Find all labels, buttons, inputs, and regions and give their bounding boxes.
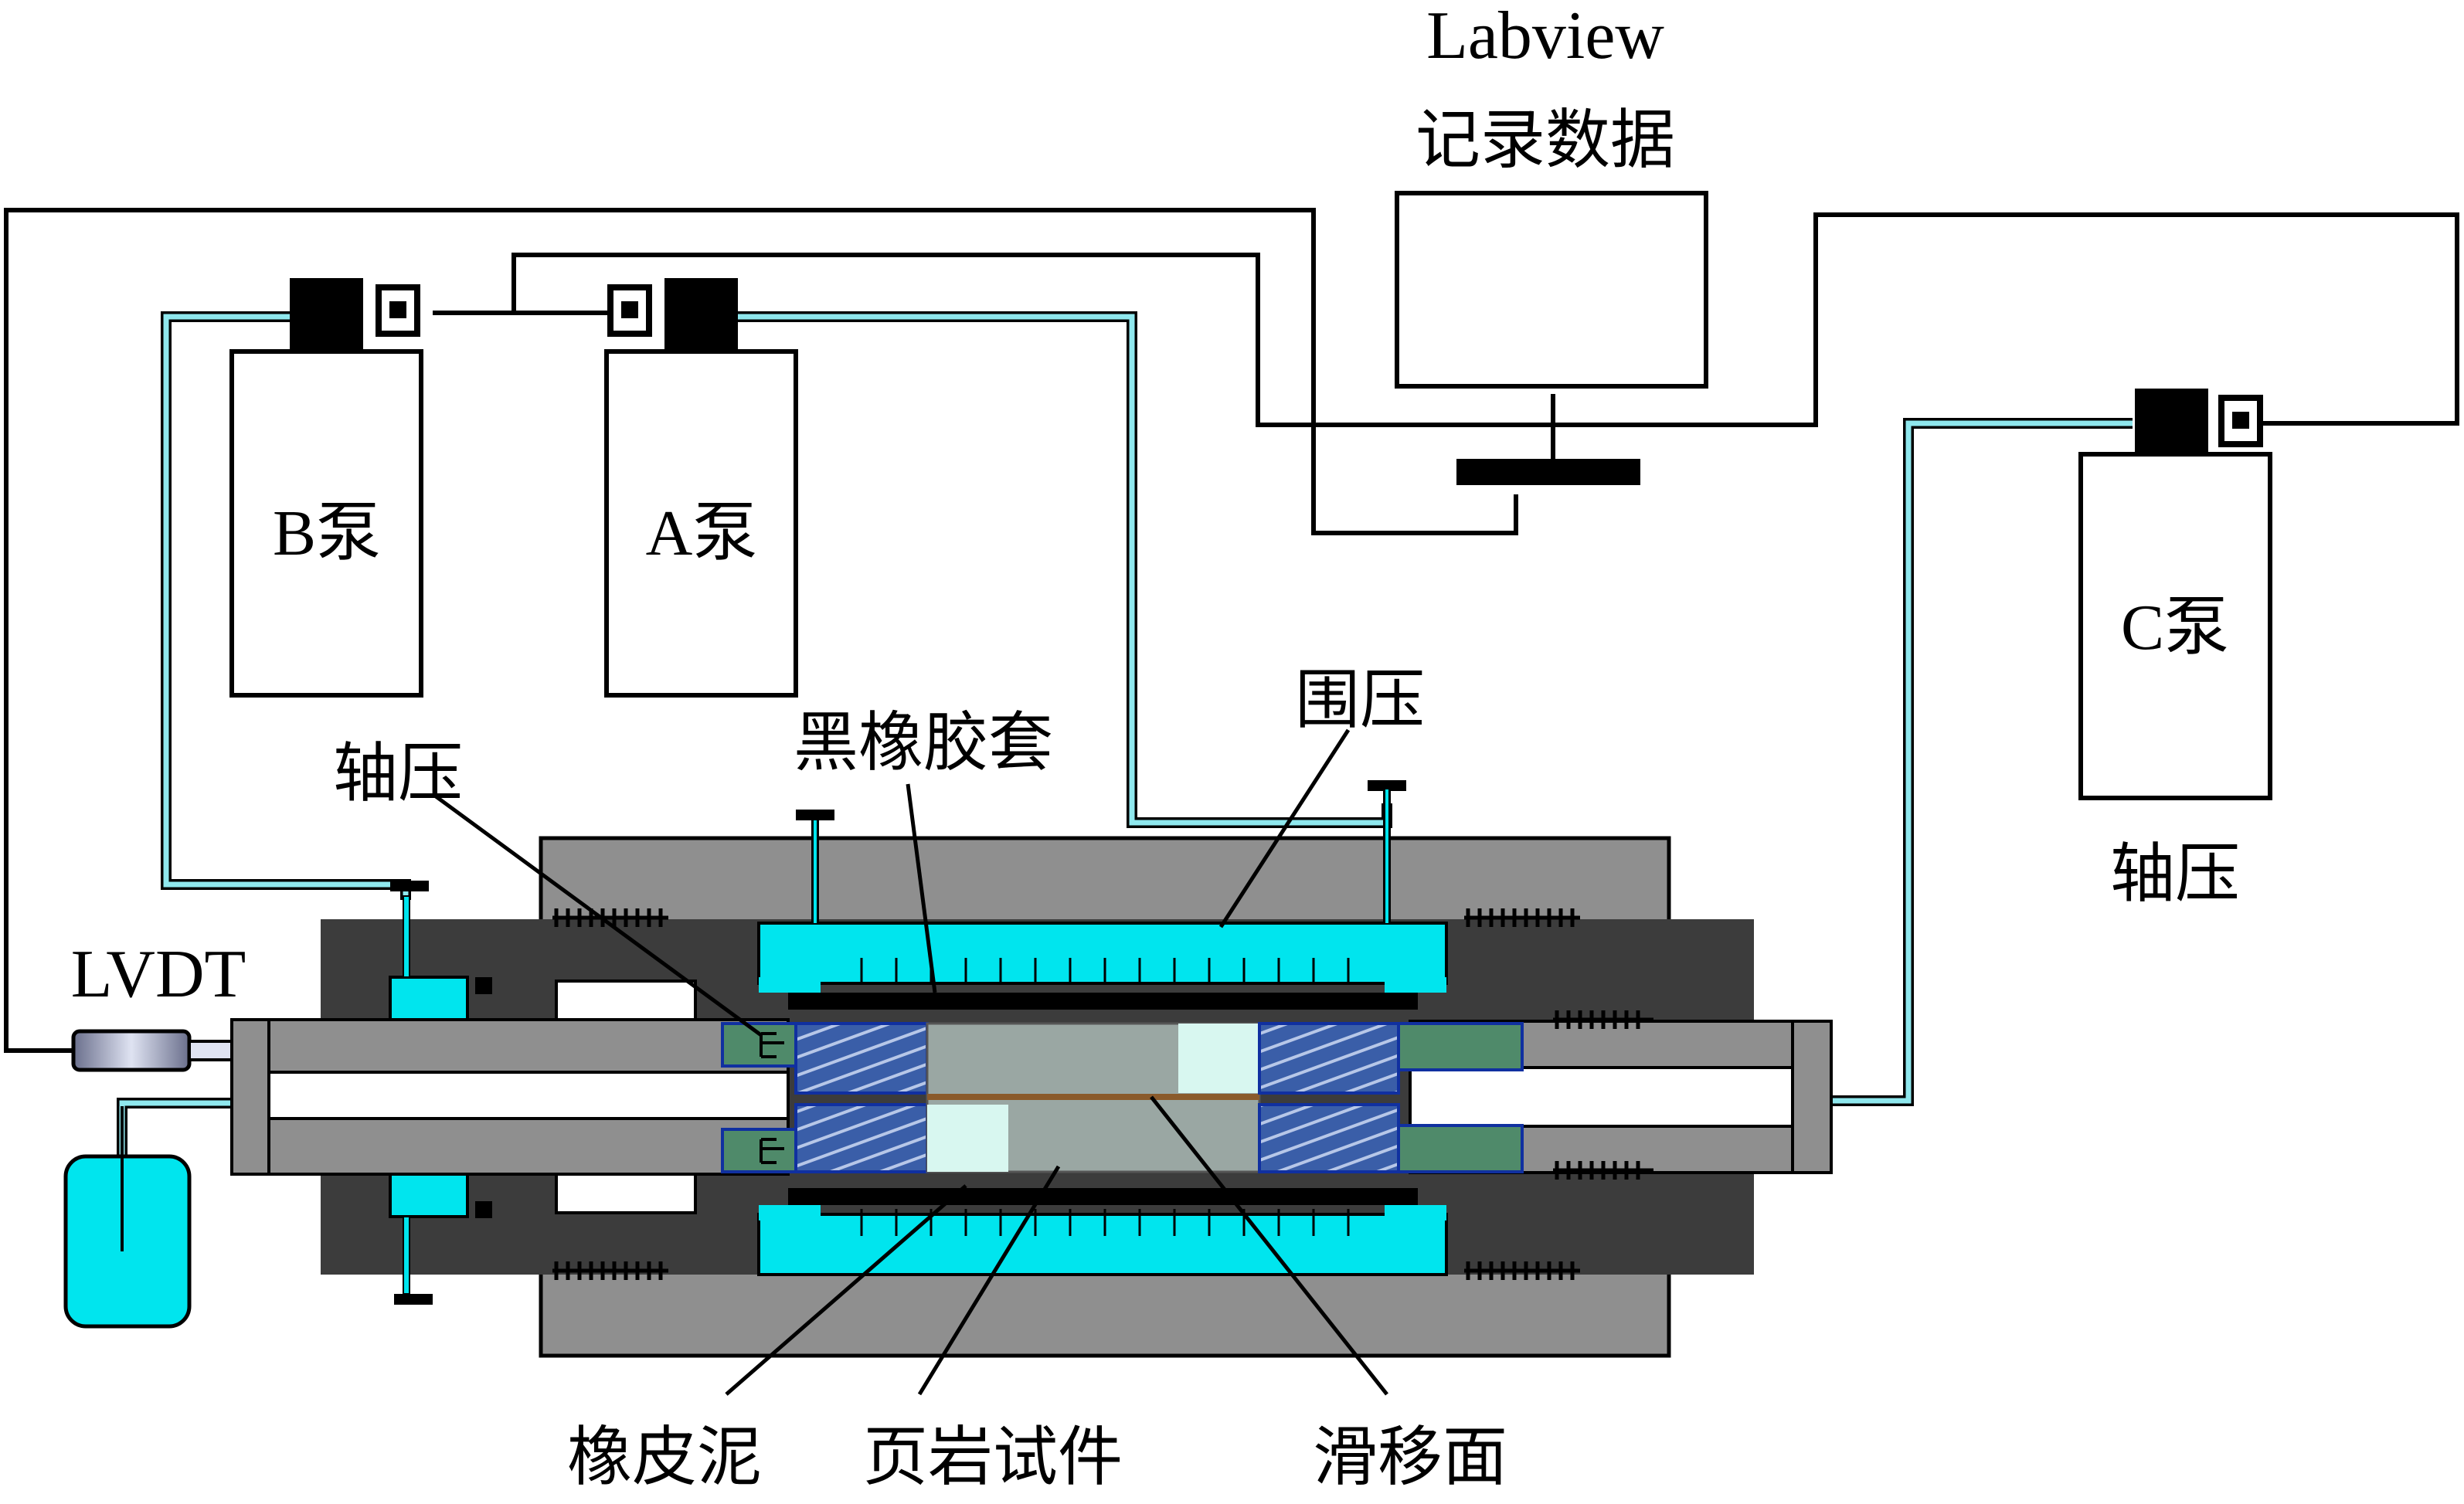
left-spacer-bottom xyxy=(794,1103,929,1173)
putty-top-right xyxy=(1178,1024,1259,1093)
putty-bottom-left xyxy=(927,1105,1008,1172)
pump-c-label: C泵 xyxy=(2121,592,2229,664)
lvdt-label: LVDT xyxy=(71,937,246,1012)
pump-a-label: A泵 xyxy=(646,497,758,569)
pump-a xyxy=(604,278,798,698)
right-spacer-bottom xyxy=(1258,1103,1400,1173)
right-spacer-top xyxy=(1258,1022,1400,1095)
left-spacer-top xyxy=(794,1022,929,1095)
putty-label: 橡皮泥 xyxy=(567,1422,762,1494)
confining-chamber-top xyxy=(757,922,1448,985)
axial-arrows xyxy=(760,1032,784,1164)
monitor-icon xyxy=(1395,191,1708,389)
rubber-sleeve-top xyxy=(788,993,1418,1010)
record-data-label: 记录数据 xyxy=(1416,105,1675,177)
pump-icon xyxy=(2078,452,2272,800)
reservoir-icon xyxy=(63,1154,192,1329)
slip-surface-label: 滑移面 xyxy=(1313,1422,1507,1494)
confining-pressure-arrows xyxy=(860,958,1350,1236)
pump-icon xyxy=(229,349,423,698)
shale-specimen-label: 页岩试件 xyxy=(863,1422,1123,1494)
callout-lines xyxy=(431,728,1388,1396)
axial-pressure-label-left: 轴压 xyxy=(333,738,463,810)
signal-wiring xyxy=(4,208,2459,1053)
axial-pressure-label-right: 轴压 xyxy=(2110,839,2240,911)
pump-c xyxy=(2078,389,2272,800)
black-rubber-sleeve-label: 黑橡胶套 xyxy=(794,708,1053,779)
rubber-sleeve-bottom xyxy=(788,1188,1418,1205)
pump-icon xyxy=(604,349,798,698)
axial-chamber-bottom xyxy=(389,1173,469,1218)
lvdt-sensor-icon xyxy=(71,1029,192,1072)
computer xyxy=(1395,191,1708,485)
pump-b-label: B泵 xyxy=(273,497,381,569)
labview-label: Labview xyxy=(1426,0,1664,73)
pressure-vessel xyxy=(230,780,1833,1358)
lvdt-sensor xyxy=(71,1029,233,1072)
axial-chamber-top xyxy=(389,976,469,1021)
pump-b xyxy=(229,278,423,698)
confining-pressure-label: 围压 xyxy=(1295,665,1425,737)
data-acquisition-bar xyxy=(1456,459,1640,485)
